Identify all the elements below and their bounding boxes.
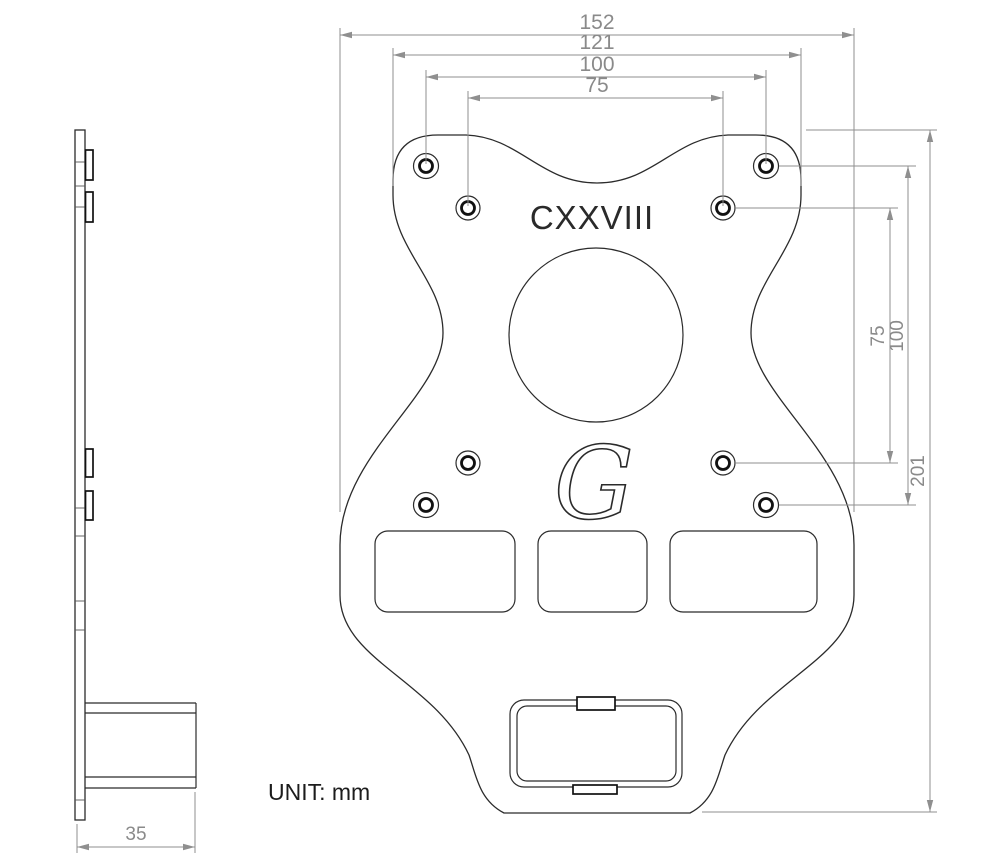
bottom-slot-top-tab (576, 696, 616, 711)
dim-vesa75-height: 75 (868, 208, 894, 463)
dim-label-201: 201 (908, 455, 929, 487)
side-plate-profile (74, 129, 86, 821)
dim-depth-35: 35 (76, 792, 196, 853)
rect-cutout-left (374, 530, 516, 613)
dim-label-100-v: 100 (887, 320, 908, 352)
dim-label-152: 152 (579, 11, 614, 34)
front-view: CXXVIII G (339, 134, 855, 814)
center-circle-cutout (508, 247, 684, 423)
dim-ear-width-121: 121 (393, 31, 801, 59)
dim-label-75-h: 75 (585, 74, 608, 97)
screw-head (84, 149, 94, 181)
dim-overall-width-152: 152 (340, 11, 854, 39)
dim-label-100-h: 100 (579, 53, 614, 76)
mount-hole-100-bottom-left (412, 491, 440, 519)
logo-monogram: G (554, 425, 634, 542)
side-bottom-bracket (85, 702, 197, 789)
rect-cutout-middle (537, 530, 648, 613)
side-screw-heads (84, 149, 94, 521)
mount-hole-100-bottom-right (752, 491, 780, 519)
dim-overall-height-201: 201 (908, 130, 934, 812)
bottom-slot (509, 696, 683, 795)
mount-hole-75-bottom-right (710, 450, 736, 476)
screw-head (84, 448, 94, 478)
screw-head (84, 191, 94, 223)
dim-label-depth: 35 (125, 824, 146, 845)
rect-cutout-right (669, 530, 818, 613)
plate-outline (339, 134, 855, 814)
rect-cutouts (374, 530, 818, 613)
side-view: 35 (74, 129, 197, 853)
engraving-roman-numeral: CXXVIII (530, 199, 654, 236)
dim-vesa100-height: 100 (887, 166, 912, 505)
unit-note: UNIT: mm (268, 779, 370, 805)
mount-hole-75-bottom-left (455, 450, 481, 476)
dim-vesa75-width: 75 (468, 74, 723, 102)
dim-label-121: 121 (579, 31, 614, 54)
bottom-slot-bottom-tab (572, 784, 618, 795)
dim-vesa100-width: 100 (426, 53, 766, 81)
dimensions: 152 121 100 75 (339, 11, 937, 813)
dim-label-75-v: 75 (868, 325, 889, 346)
screw-head (84, 490, 94, 521)
side-profile-ticks (75, 161, 85, 801)
